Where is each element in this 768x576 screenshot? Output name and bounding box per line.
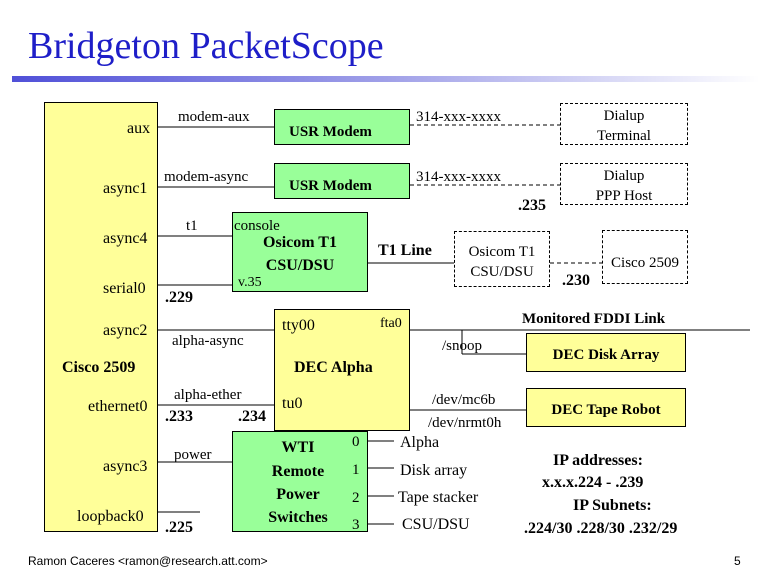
osicom-csu-line1: Osicom T1 (263, 234, 337, 251)
dec-disk-array-box (526, 333, 686, 372)
usr-modem-1-label: USR Modem (289, 124, 372, 140)
alpha-tty00-label: tty00 (282, 317, 315, 334)
dec-alpha-box (274, 309, 410, 431)
remote-csu-line2: CSU/DSU (470, 264, 534, 280)
addr-235: .235 (518, 197, 546, 214)
port-aux-label: aux (127, 120, 151, 137)
mc6b-label: /dev/mc6b (432, 392, 496, 408)
remote-cisco-label: Cisco 2509 (611, 255, 679, 271)
outlet-0-label: Alpha (400, 434, 440, 451)
ip-subnets-heading: IP Subnets: (573, 497, 652, 514)
cisco-2509-box (44, 102, 158, 532)
t1-line-label: T1 Line (378, 242, 432, 259)
cisco-2509-name: Cisco 2509 (62, 359, 136, 376)
dec-disk-array-label: DEC Disk Array (552, 347, 660, 363)
usr-modem-2-box (274, 163, 410, 199)
port-async2-label: async2 (103, 322, 148, 339)
remote-csu-line1: Osicom T1 (468, 244, 536, 260)
wti-line2: Remote (271, 463, 325, 480)
v35-label: v.35 (238, 275, 262, 290)
addr-233: .233 (165, 408, 193, 425)
outlet-3-label: CSU/DSU (402, 516, 470, 533)
port-async1-label: async1 (103, 180, 148, 197)
power-label: power (174, 447, 212, 463)
usr-modem-1-box (274, 109, 410, 145)
dialup-ppp-line2: PPP Host (595, 188, 653, 204)
snoop-label: /snoop (442, 338, 483, 354)
dialup-terminal-line1: Dialup (603, 108, 645, 124)
wti-line4: Switches (268, 509, 328, 526)
alpha-ether-label: alpha-ether (174, 387, 242, 403)
addr-234: .234 (238, 408, 266, 425)
title-underline (12, 76, 760, 82)
dialup-ppp-box (560, 163, 688, 205)
remote-csu-box (454, 231, 550, 287)
dec-alpha-name: DEC Alpha (294, 359, 373, 376)
outlet-1-label: Disk array (400, 462, 468, 479)
port-async3-label: async3 (103, 458, 148, 475)
modem-async-label: modem-async (164, 169, 249, 185)
outlet-0-number: 0 (352, 434, 360, 450)
nrmt0h-label: /dev/nrmt0h (428, 415, 502, 431)
port-ethernet0-label: ethernet0 (88, 398, 148, 415)
t1-label: t1 (186, 218, 198, 234)
phone-number-2: 314-xxx-xxxx (416, 169, 501, 185)
outlet-2-number: 2 (352, 490, 360, 506)
osicom-csu-line2: CSU/DSU (265, 257, 335, 274)
wti-power-box (232, 431, 368, 532)
dialup-terminal-box (560, 103, 688, 145)
footer-author: Ramon Caceres <ramon@research.att.com> (28, 554, 268, 568)
phone-number-1: 314-xxx-xxxx (416, 109, 501, 125)
wti-line3: Power (276, 486, 320, 503)
outlet-1-number: 1 (352, 462, 360, 478)
addr-230: .230 (562, 272, 590, 289)
modem-aux-label: modem-aux (178, 109, 250, 125)
alpha-async-label: alpha-async (172, 333, 244, 349)
page-title: Bridgeton PacketScope (28, 25, 384, 67)
usr-modem-2-label: USR Modem (289, 178, 372, 194)
ip-addresses-heading: IP addresses: (553, 452, 643, 469)
dialup-terminal-line2: Terminal (597, 128, 651, 144)
osicom-csu-box (232, 212, 368, 292)
port-loopback0-label: loopback0 (77, 508, 144, 525)
alpha-fta0-label: fta0 (380, 316, 402, 331)
console-label: console (234, 218, 280, 234)
wti-line1: WTI (281, 439, 315, 456)
alpha-tu0-label: tu0 (282, 395, 303, 412)
remote-cisco-box (602, 230, 688, 284)
ip-subnets-list: .224/30 .228/30 .232/29 (524, 520, 678, 537)
port-async4-label: async4 (103, 230, 148, 247)
dec-tape-robot-label: DEC Tape Robot (551, 402, 661, 418)
addr-229: .229 (165, 289, 193, 306)
page-number: 5 (734, 554, 741, 568)
fddi-link-label: Monitored FDDI Link (522, 311, 666, 327)
port-serial0-label: serial0 (103, 280, 146, 297)
dialup-ppp-line1: Dialup (603, 168, 645, 184)
addr-225: .225 (165, 519, 193, 536)
dec-tape-robot-box (526, 388, 686, 427)
ip-addresses-range: x.x.x.224 - .239 (542, 474, 644, 491)
outlet-3-number: 3 (352, 517, 360, 533)
outlet-2-label: Tape stacker (398, 489, 479, 506)
